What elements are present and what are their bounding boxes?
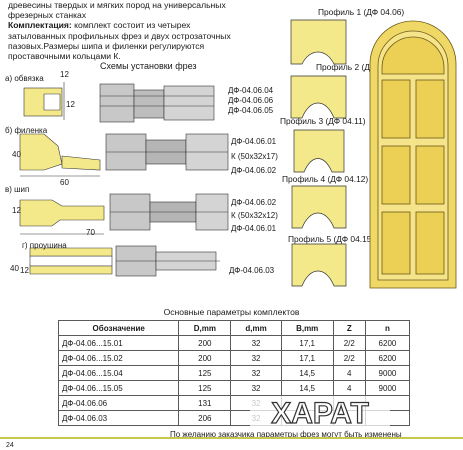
profile-label-5: Профиль 5 (ДФ 04.15)	[288, 234, 375, 244]
profile-label-1: Профиль 1 (ДФ 04.06)	[318, 7, 405, 17]
dim-label: 12	[12, 206, 21, 215]
col-header: B,mm	[280, 320, 334, 336]
parameters-table: Обозначение D,mm d,mm B,mm Z n ДФ-04.06.…	[57, 320, 411, 426]
table-cell: 14,5	[280, 365, 334, 381]
table-cell: 200	[178, 350, 232, 366]
page-number: 24	[6, 442, 14, 449]
table-row: ДФ-04.06...15.02 200 32 17,1 2/2 6200	[57, 350, 411, 366]
part-label: ДФ-04.06.01	[231, 224, 277, 233]
profiles-drawing	[290, 19, 347, 287]
col-header: Обозначение	[57, 320, 180, 336]
part-label: ДФ-04.06.06	[228, 96, 274, 105]
part-label: К (50х32х12)	[231, 211, 278, 220]
table-cell: 2/2	[332, 335, 366, 351]
table-cell: ДФ-04.06...15.04	[57, 365, 180, 381]
table-cell: 17,1	[280, 350, 334, 366]
part-label: К (50х32х17)	[231, 152, 278, 161]
table-cell: ДФ-04.06...15.01	[57, 335, 180, 351]
table-cell: 4	[332, 365, 366, 381]
scheme-label-v: в) шип	[5, 185, 30, 194]
scheme-label-a: а) обвязка	[5, 74, 44, 83]
table-cell: 32	[230, 380, 282, 396]
col-header: Z	[332, 320, 366, 336]
part-label: ДФ-04.06.03	[229, 266, 275, 275]
kit-text: комплект состоит из четырех	[71, 20, 191, 31]
table-title: Основные параметры комплектов	[163, 307, 300, 317]
schemes-drawing	[19, 82, 229, 277]
dim-label: 12	[60, 70, 69, 79]
dim-label: 12	[66, 100, 75, 109]
table-cell: 200	[178, 335, 232, 351]
door-illustration	[369, 20, 457, 289]
dim-label: 70	[86, 228, 95, 237]
scheme-label-g: г) проушина	[22, 241, 67, 250]
part-label: ДФ-04.06.02	[231, 198, 277, 207]
scheme-label-b: б) филенка	[5, 126, 48, 135]
intro-line-1: древесины твердых и мягких пород на унив…	[8, 0, 226, 10]
table-cell: 32	[230, 335, 282, 351]
profile-label-3: Профиль 3 (ДФ 04.11)	[280, 116, 366, 126]
part-label: ДФ-04.06.05	[228, 106, 274, 115]
intro-text: древесины твердых и мягких пород на унив…	[8, 0, 303, 61]
intro-line-4: затылованных профильных фрез и двух остр…	[8, 30, 231, 41]
intro-line-6: проставочными кольцами К.	[8, 51, 121, 62]
table-row: ДФ-04.06...15.01 200 32 17,1 2/2 6200	[57, 335, 411, 351]
watermark-logo: ХАРАТ	[250, 396, 390, 430]
dim-label: 40	[10, 264, 19, 273]
table-cell: 17,1	[280, 335, 334, 351]
col-header: n	[364, 320, 411, 336]
table-cell: 206	[178, 410, 232, 426]
kit-label: Комплектация:	[8, 20, 72, 31]
table-cell: 6200	[364, 350, 411, 366]
intro-line-5: пазовых.Размеры шипа и филенки регулирую…	[8, 40, 205, 51]
table-header-row: Обозначение D,mm d,mm B,mm Z n	[57, 320, 411, 336]
part-label: ДФ-04.06.01	[231, 137, 277, 146]
part-label: ДФ-04.06.02	[231, 166, 277, 175]
table-cell: ДФ-04.06...15.05	[57, 380, 180, 396]
profile-label-4: Профиль 4 (ДФ 04.12)	[282, 174, 369, 184]
dim-label: 60	[60, 178, 69, 187]
table-cell: 32	[230, 365, 282, 381]
table-cell: ДФ-04.06.03	[57, 410, 180, 426]
table-cell: 6200	[364, 335, 411, 351]
table-cell: 131	[178, 395, 232, 411]
table-cell: 2/2	[332, 350, 366, 366]
table-cell: 32	[230, 350, 282, 366]
part-label: ДФ-04.06.04	[228, 86, 274, 95]
dim-label: 12	[20, 266, 29, 275]
table-cell: 125	[178, 380, 232, 396]
table-cell: 125	[178, 365, 232, 381]
profile-label-2: Профиль 2 (ДФ 04.07)	[316, 62, 403, 72]
table-cell: ДФ-04.06.06	[57, 395, 180, 411]
dim-label: 40	[12, 150, 21, 159]
table-cell: 9000	[364, 365, 411, 381]
bottom-rule	[0, 437, 463, 439]
col-header: d,mm	[230, 320, 282, 336]
scheme-title: Схемы установки фрез	[100, 61, 197, 71]
table-row: ДФ-04.06...15.05 125 32 14,5 4 9000	[57, 380, 411, 396]
footnote: По желанию заказчика параметры фрез могу…	[170, 430, 402, 439]
col-header: D,mm	[178, 320, 232, 336]
watermark-text: ХАРАТ	[271, 397, 369, 430]
table-cell: ДФ-04.06...15.02	[57, 350, 180, 366]
table-row: ДФ-04.06...15.04 125 32 14,5 4 9000	[57, 365, 411, 381]
intro-line-3: Комплектация: комплект состоит из четыре…	[8, 20, 303, 30]
intro-line-2: фрезерных станках	[8, 10, 87, 21]
